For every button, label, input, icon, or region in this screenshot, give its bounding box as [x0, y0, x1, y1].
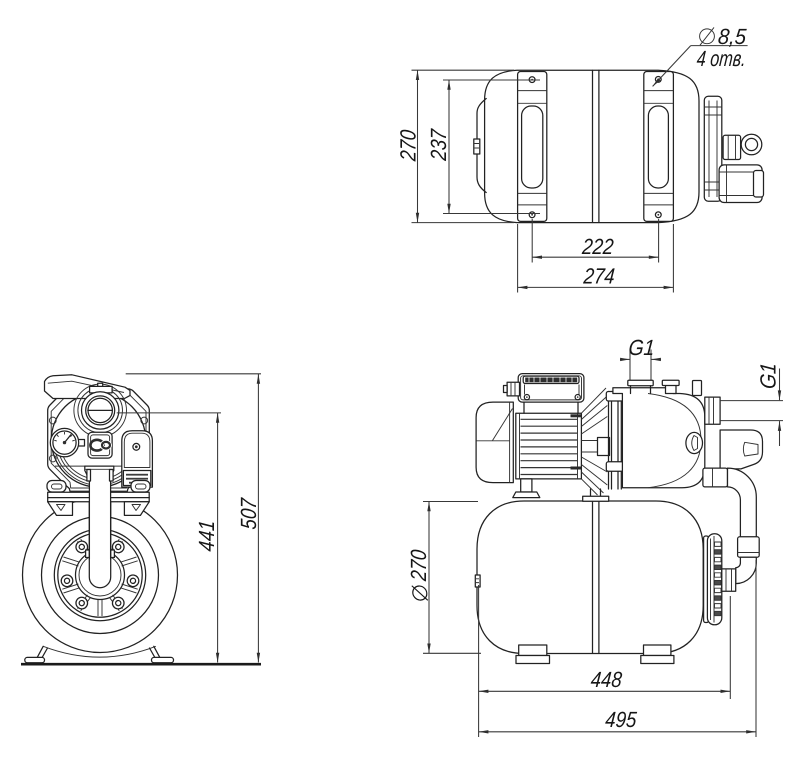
svg-text:222: 222 — [581, 234, 615, 259]
svg-text:270: 270 — [406, 548, 431, 583]
svg-text:270: 270 — [396, 128, 421, 163]
svg-text:507: 507 — [236, 497, 261, 531]
svg-text:G1: G1 — [628, 335, 656, 360]
svg-text:495: 495 — [604, 707, 638, 732]
svg-text:8,5: 8,5 — [717, 24, 748, 49]
svg-text:441: 441 — [194, 519, 219, 552]
svg-text:G1: G1 — [756, 362, 781, 390]
svg-text:274: 274 — [582, 264, 616, 289]
svg-text:237: 237 — [426, 128, 451, 163]
svg-text:448: 448 — [590, 667, 624, 692]
svg-text:4 отв.: 4 отв. — [696, 46, 747, 71]
